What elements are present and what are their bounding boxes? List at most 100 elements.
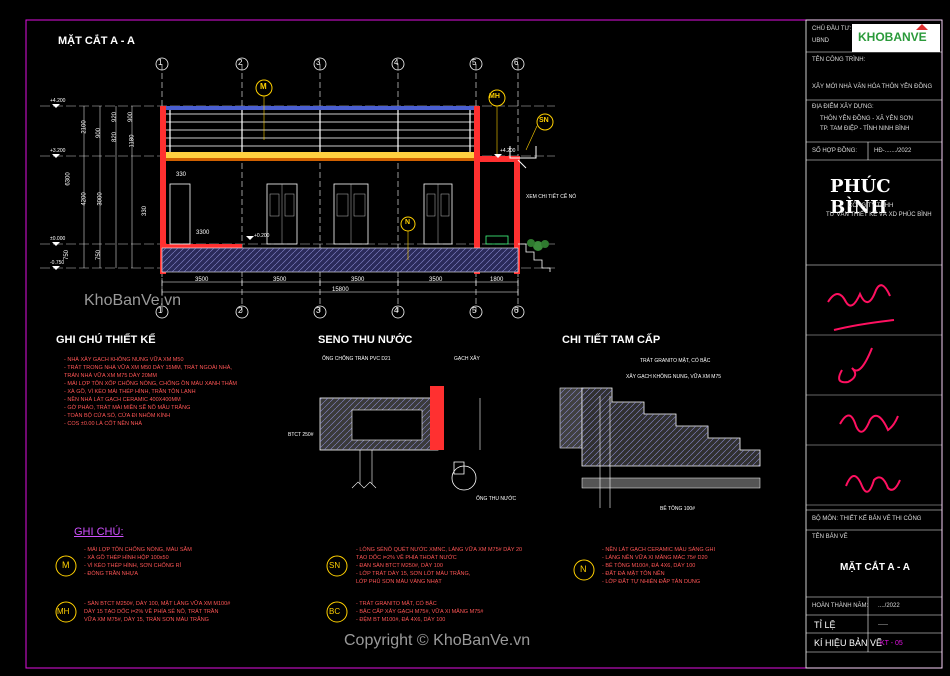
legend-line: - LÒNG SÊNÔ QUÉT NƯỚC XMNC, LÁNG VỮA XM … (356, 547, 523, 553)
legend-line: - ĐAN SÀN BTCT M250#, DÀY 100 (356, 563, 443, 569)
level-4: -0.750 (50, 260, 65, 266)
level-6: +4.200 (500, 148, 516, 154)
dim-inner-3: 900 (128, 111, 135, 123)
heading-ghichu: GHI CHÚ: (74, 526, 124, 538)
heading-ghichu-thietke: GHI CHÚ THIẾT KẾ (56, 334, 156, 346)
level-5: +0.200 (254, 233, 270, 239)
tb-dept-value: THIẾT KẾ BẢN VẼ THI CÔNG (840, 516, 922, 522)
heading-tamcap: CHI TIẾT TAM CẤP (562, 334, 661, 346)
dim-inner-7: 3300 (196, 230, 210, 236)
roof (162, 106, 478, 161)
grid-label-4: 4 (394, 58, 399, 67)
tag-mh: MH (489, 93, 500, 100)
level-2: +3.200 (50, 148, 66, 154)
legend-tag-n: N (580, 564, 587, 574)
legend-line: - BẬC CẤP XÂY GẠCH M75#, VỮA XI MĂNG M75… (356, 609, 484, 615)
tb-sheet-label: KÍ HIỆU BẢN VẼ (814, 638, 883, 648)
grid-label-bottom-2: 2 (238, 306, 243, 315)
grid-label-bottom-1: 1 (158, 306, 163, 315)
level-3: ±0.000 (50, 236, 66, 242)
grid-label-bottom-4: 4 (394, 306, 399, 315)
signature-lines (806, 334, 942, 506)
legend-line: - BÊ TÔNG M100#, ĐÁ 4X6, DÀY 100 (602, 563, 696, 569)
legend-line: - MÁI LỢP TÔN CHỐNG NÓNG, MÀU SẪM (84, 547, 192, 553)
legend-line: - LỚP TRÁT DÀY 15, SƠN LÓT MÀU TRẮNG, (356, 571, 471, 577)
walls (160, 106, 520, 274)
legend-m-lines: - MÁI LỢP TÔN CHỐNG NÓNG, MÀU SẪM - XÀ G… (84, 546, 192, 578)
grid-bubbles-bottom (155, 305, 525, 319)
dim-bottom-1: 3500 (195, 277, 209, 283)
tag-sn: SN (539, 117, 549, 124)
tb-contract-label: SỐ HỢP ĐỒNG: (812, 148, 858, 154)
dim-left-6: 750 (64, 249, 71, 261)
legend-line: - ĐỆM BT M100#, ĐÁ 4X6, DÀY 100 (356, 617, 446, 623)
tb-scale-label: TỈ LỆ (814, 620, 836, 630)
signature-1-underline (833, 319, 895, 331)
plant (527, 239, 549, 251)
doors (169, 183, 509, 245)
signature-4 (845, 475, 901, 493)
legend-line: TẠO DỐC i=2% VỀ PHÍA THOÁT NƯỚC (356, 555, 457, 561)
seno-label-2: GẠCH XÂY (454, 356, 480, 362)
legend-line: - NỀN LÁT GẠCH CERAMIC MÀU SÁNG GHI (602, 547, 715, 553)
design-note: - XÀ GỒ, VÌ KÈO MÁI THÉP HÌNH, TRẦN TÔN … (64, 389, 196, 395)
tag-leaders (263, 96, 538, 260)
legend-tag-sn: SN (329, 561, 341, 570)
dim-inner-6: 330 (142, 205, 149, 217)
grid-label-1: 1 (158, 58, 163, 67)
heading-seno: SENO THU NƯỚC (318, 334, 413, 346)
grid-label-bottom-6: 6 (514, 306, 519, 315)
level-1: +4.200 (50, 98, 66, 104)
dim-bottom-4: 3500 (429, 277, 443, 283)
legend-line: - SÀN BTCT M250#, DÀY 100, MẶT LÁNG VỮA … (84, 601, 231, 607)
design-note: - MÁI LỢP TÔN XỐP CHỐNG NÓNG, CHỐNG ỒN M… (64, 381, 237, 387)
legend-line: - TRÁT GRANITO MẶT, CỔ BẬC (356, 601, 437, 607)
dim-inner-4: 820 (112, 131, 119, 143)
grid-bubbles-top (155, 57, 525, 71)
gutter-sn (509, 146, 537, 169)
signature-1 (827, 284, 891, 307)
signatures (827, 284, 901, 493)
tb-location-2: TP. TAM ĐIỆP - TỈNH NINH BÌNH (820, 126, 910, 132)
dim-inner-5: 330 (176, 172, 187, 178)
grid-axis-lines (161, 64, 519, 312)
signature-2 (838, 347, 873, 384)
company-sub-1: CÔNG TY TNHH (848, 203, 894, 209)
legend-line: - LÁNG NỀN VỮA XI MĂNG MÁC 75# D20 (602, 555, 708, 561)
tb-done-label: HOÀN THÀNH NĂM: (812, 603, 869, 609)
design-note: TRÁN NHÀ VỮA XM M75 DÀY 20MM (64, 373, 157, 379)
title-block-lines (806, 51, 942, 653)
dim-total: 15800 (332, 287, 349, 293)
tb-sheet-value: KT - 05 (880, 640, 903, 647)
level-markers (52, 104, 502, 270)
dim-inner-1: 920 (112, 111, 119, 123)
dim-lines-left (83, 106, 133, 268)
floor-hatch (162, 248, 518, 272)
legend-line: LỚP PHỦ SƠN MÀU VÀNG NHẠT (356, 579, 442, 585)
grid-label-3: 3 (316, 58, 321, 67)
grid-label-2: 2 (238, 58, 243, 67)
tamcap-detail (559, 387, 761, 508)
logo-text: KHOBANVE (858, 30, 927, 44)
tb-owner-value: UBND (812, 38, 830, 44)
tb-drawing-name: MẶT CẮT A - A (840, 562, 910, 573)
legend-mh-lines: - SÀN BTCT M250#, DÀY 100, MẶT LÁNG VỮA … (84, 600, 230, 624)
company-name: PHÚC BÌNH (830, 176, 891, 218)
legend-bc-lines: - TRÁT GRANITO MẶT, CỔ BẬC - BẬC CẤP XÂY… (356, 600, 483, 624)
legend-tag-mh: MH (57, 607, 70, 616)
signature-3 (839, 414, 899, 433)
dim-inner-2: 1180 (129, 134, 136, 148)
tb-project-value: XÂY MỚI NHÀ VĂN HÓA THÔN YÊN ĐỒNG (812, 84, 933, 90)
design-note: - TRÁT TRONG NHÀ VỮA XM M50 DÀY 15MM, TR… (64, 365, 232, 371)
legend-line: - XÀ GỒ THÉP HÌNH HỘP 100x50 (84, 555, 169, 561)
tb-contract-value: HĐ-......./2022 (874, 148, 912, 154)
legend-tag-m: M (62, 560, 70, 570)
callout-text: XEM CHI TIẾT CẼ NÓ (526, 194, 577, 200)
legend-line: - LỚP ĐẤT TỰ NHIÊN ĐẮP TÂN DUNG (602, 579, 701, 585)
grid-label-bottom-5: 5 (472, 306, 477, 315)
legend-line: DÀY 15 TẠO DỐC i=2% VỀ PHÍA SÊ NÔ, TRÁT … (84, 609, 219, 615)
logo (852, 24, 940, 52)
dim-lines-bottom (161, 278, 519, 296)
company-sub-2: TƯ VẤN THIẾT KẾ VÀ XD PHÚC BÌNH (826, 212, 932, 218)
